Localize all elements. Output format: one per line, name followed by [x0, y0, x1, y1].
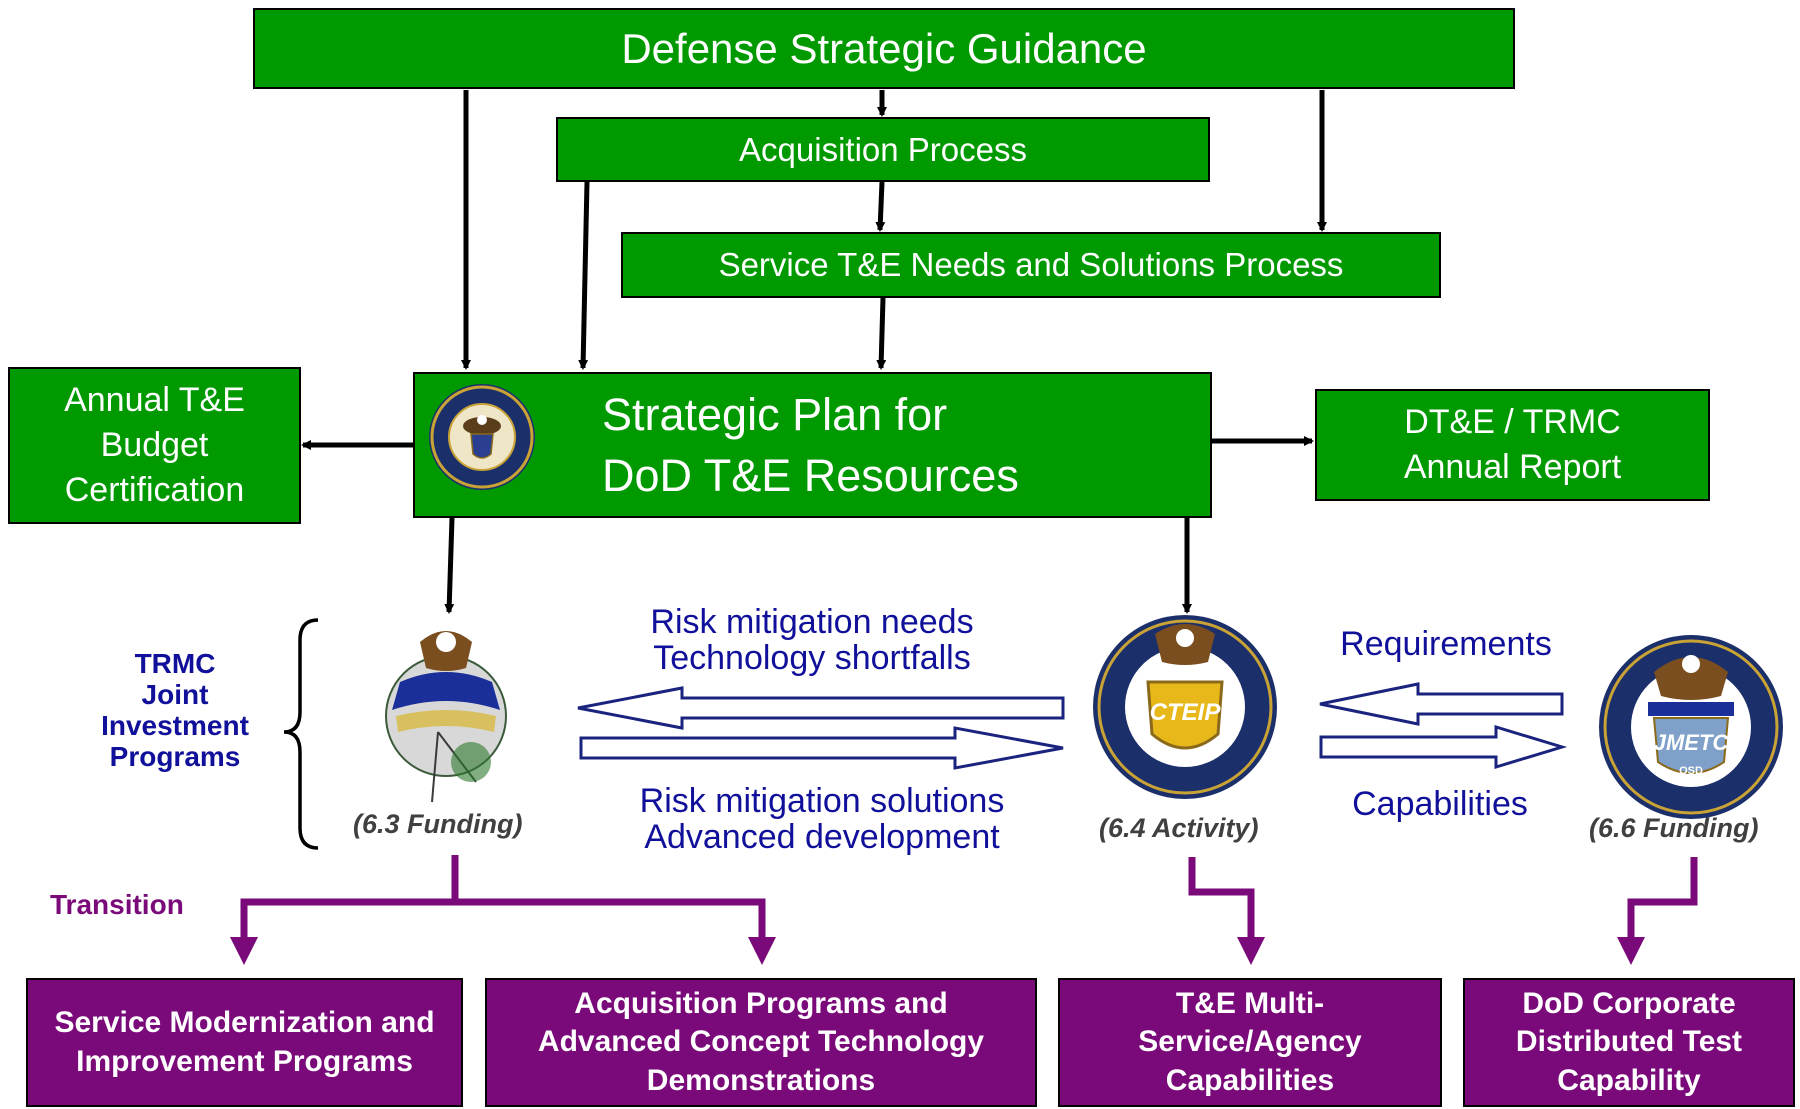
service-modernization-box: Service Modernization and Improvement Pr… — [26, 978, 463, 1107]
risk-solutions-label: Risk mitigation solutions Advanced devel… — [639, 782, 1005, 856]
requirements-label: Requirements — [1340, 625, 1552, 663]
service-te-needs-label: Service T&E Needs and Solutions Process — [718, 246, 1344, 283]
strategic-plan-label: Strategic Plan for DoD T&E Resources — [602, 389, 1019, 501]
service-te-needs-box: Service T&E Needs and Solutions Process — [621, 232, 1441, 298]
transition-connector-64 — [1188, 857, 1265, 965]
cteip-seal-text: CTEIP — [1150, 699, 1222, 726]
corporate-distributed-test-box: DoD Corporate Distributed Test Capabilit… — [1463, 978, 1795, 1107]
acquisition-process-box: Acquisition Process — [556, 117, 1210, 182]
multi-service-capabilities-label: T&E Multi- Service/Agency Capabilities — [1138, 987, 1362, 1097]
trmc-seal-icon — [429, 384, 535, 490]
arrow-acquisition-to-plan — [578, 181, 590, 370]
service-modernization-label: Service Modernization and Improvement Pr… — [54, 1006, 435, 1078]
multi-service-capabilities-box: T&E Multi- Service/Agency Capabilities — [1058, 978, 1442, 1107]
defense-strategic-guidance-label: Defense Strategic Guidance — [621, 24, 1147, 72]
hollow-arrow-left-needs — [577, 686, 1065, 730]
funding-63-label: (6.3 Funding) — [353, 809, 523, 839]
hollow-arrow-right-capabilities — [1319, 724, 1568, 770]
transition-connector-63 — [240, 855, 762, 950]
acquisition-programs-label: Acquisition Programs and Advanced Concep… — [537, 987, 985, 1097]
brace — [283, 618, 319, 850]
arrow-service-to-plan — [876, 297, 887, 370]
risk-needs-label: Risk mitigation needs Technology shortfa… — [650, 603, 974, 677]
trmc-joint-investment-label: TRMC Joint Investment Programs — [101, 648, 249, 772]
arrow-acquisition-to-service — [875, 181, 886, 232]
defense-strategic-guidance-box: Defense Strategic Guidance — [253, 8, 1515, 89]
jmetc-seal-text: JMETC — [1654, 730, 1730, 755]
te-science-technology-seal-icon — [352, 618, 540, 806]
transition-connector-66 — [1617, 857, 1698, 965]
hollow-arrow-right-solutions — [579, 726, 1064, 770]
arrow-plan-to-te-seal — [444, 517, 455, 614]
capabilities-label: Capabilities — [1352, 785, 1528, 823]
funding-66-label: (6.6 Funding) — [1589, 813, 1759, 843]
acquisition-programs-box: Acquisition Programs and Advanced Concep… — [485, 978, 1037, 1107]
annual-report-label: DT&E / TRMC Annual Report — [1403, 403, 1622, 486]
hollow-arrow-left-requirements — [1319, 682, 1564, 726]
strategic-plan-box: Strategic Plan for DoD T&E Resources — [413, 372, 1212, 518]
budget-certification-label: Annual T&E Budget Certification — [64, 381, 245, 509]
transition-label: Transition — [50, 889, 184, 920]
jmetc-seal-sub: OSD — [1679, 765, 1703, 777]
budget-certification-box: Annual T&E Budget Certification — [8, 367, 301, 524]
corporate-distributed-test-label: DoD Corporate Distributed Test Capabilit… — [1515, 987, 1743, 1097]
acquisition-process-label: Acquisition Process — [739, 130, 1027, 168]
activity-64-label: (6.4 Activity) — [1099, 813, 1259, 843]
annual-report-box: DT&E / TRMC Annual Report — [1315, 389, 1710, 501]
jmetc-seal-icon: JMETC OSD — [1599, 635, 1783, 819]
cteip-seal-icon: CTEIP — [1093, 615, 1277, 799]
